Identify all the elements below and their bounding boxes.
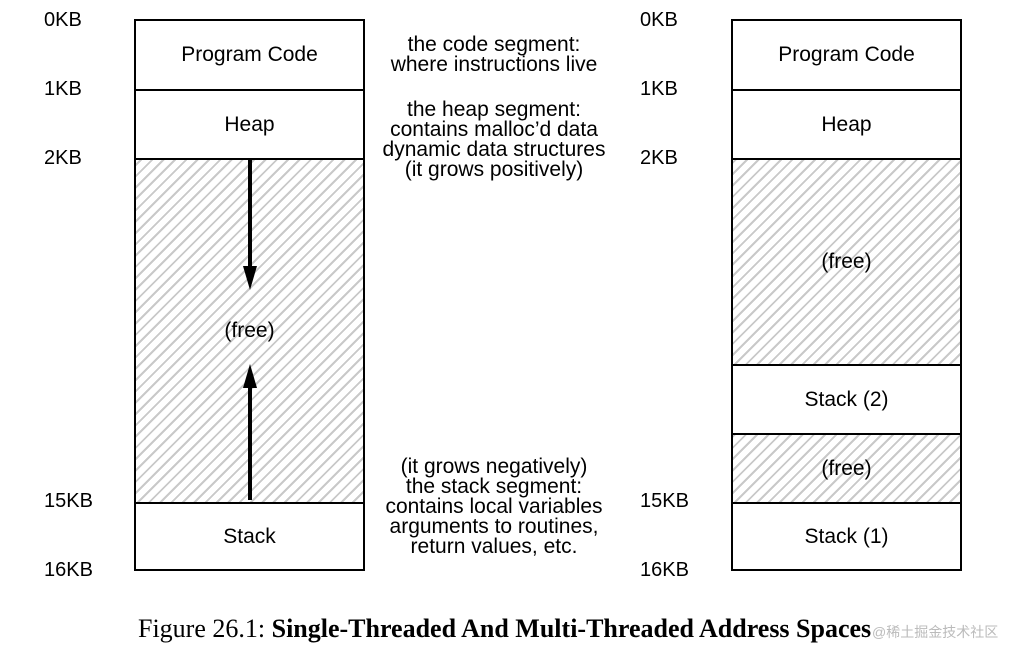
right-stack-2-segment: Stack (2) xyxy=(733,364,960,433)
left-label-0kb: 0KB xyxy=(44,9,82,31)
left-code-label: Program Code xyxy=(181,43,318,66)
left-heap-segment: Heap xyxy=(136,89,363,158)
left-heap-label: Heap xyxy=(224,112,275,136)
watermark: @稀土掘金技术社区 xyxy=(872,624,999,640)
right-stack-2-label: Stack (2) xyxy=(804,387,889,411)
right-stack-1-segment: Stack (1) xyxy=(733,502,960,569)
heap-segment-annotation: the heap segment: contains malloc’d data… xyxy=(382,98,606,181)
caption-title: Single-Threaded And Multi-Threaded Addre… xyxy=(271,614,872,643)
multi-threaded-address-space: Program Code Heap (free) Stack (2) (free… xyxy=(731,19,962,571)
left-free-label: (free) xyxy=(224,319,275,342)
right-stack-1-label: Stack (1) xyxy=(804,524,889,548)
left-code-segment: Program Code xyxy=(136,21,363,89)
right-label-16kb: 16KB xyxy=(640,559,689,581)
left-label-1kb: 1KB xyxy=(44,78,82,100)
stack-growth-up-arrow xyxy=(243,364,257,500)
stack-segment-annotation: (it grows negatively) the stack segment:… xyxy=(385,455,603,558)
right-label-1kb: 1KB xyxy=(640,78,678,100)
left-stack-label: Stack xyxy=(223,524,276,548)
right-free-upper-label: (free) xyxy=(821,250,872,273)
heap-growth-down-arrow xyxy=(243,158,257,290)
figure-caption: Figure 26.1: Single-Threaded And Multi-T… xyxy=(138,614,871,644)
right-label-2kb: 2KB xyxy=(640,147,678,169)
right-code-label: Program Code xyxy=(778,43,915,66)
left-stack-segment: Stack xyxy=(136,502,363,569)
code-segment-annotation: the code segment: where instructions liv… xyxy=(390,33,598,76)
right-free-segment-upper: (free) xyxy=(733,158,960,364)
left-label-15kb: 15KB xyxy=(44,490,93,512)
right-free-lower-label: (free) xyxy=(821,456,872,480)
caption-prefix: Figure 26.1: xyxy=(138,614,272,643)
left-label-2kb: 2KB xyxy=(44,147,82,169)
right-heap-segment: Heap xyxy=(733,89,960,158)
right-label-15kb: 15KB xyxy=(640,490,689,512)
growth-arrows xyxy=(243,158,257,500)
left-label-16kb: 16KB xyxy=(44,559,93,581)
right-code-segment: Program Code xyxy=(733,21,960,89)
right-label-0kb: 0KB xyxy=(640,9,678,31)
right-heap-label: Heap xyxy=(821,112,872,136)
right-free-segment-lower: (free) xyxy=(733,433,960,502)
